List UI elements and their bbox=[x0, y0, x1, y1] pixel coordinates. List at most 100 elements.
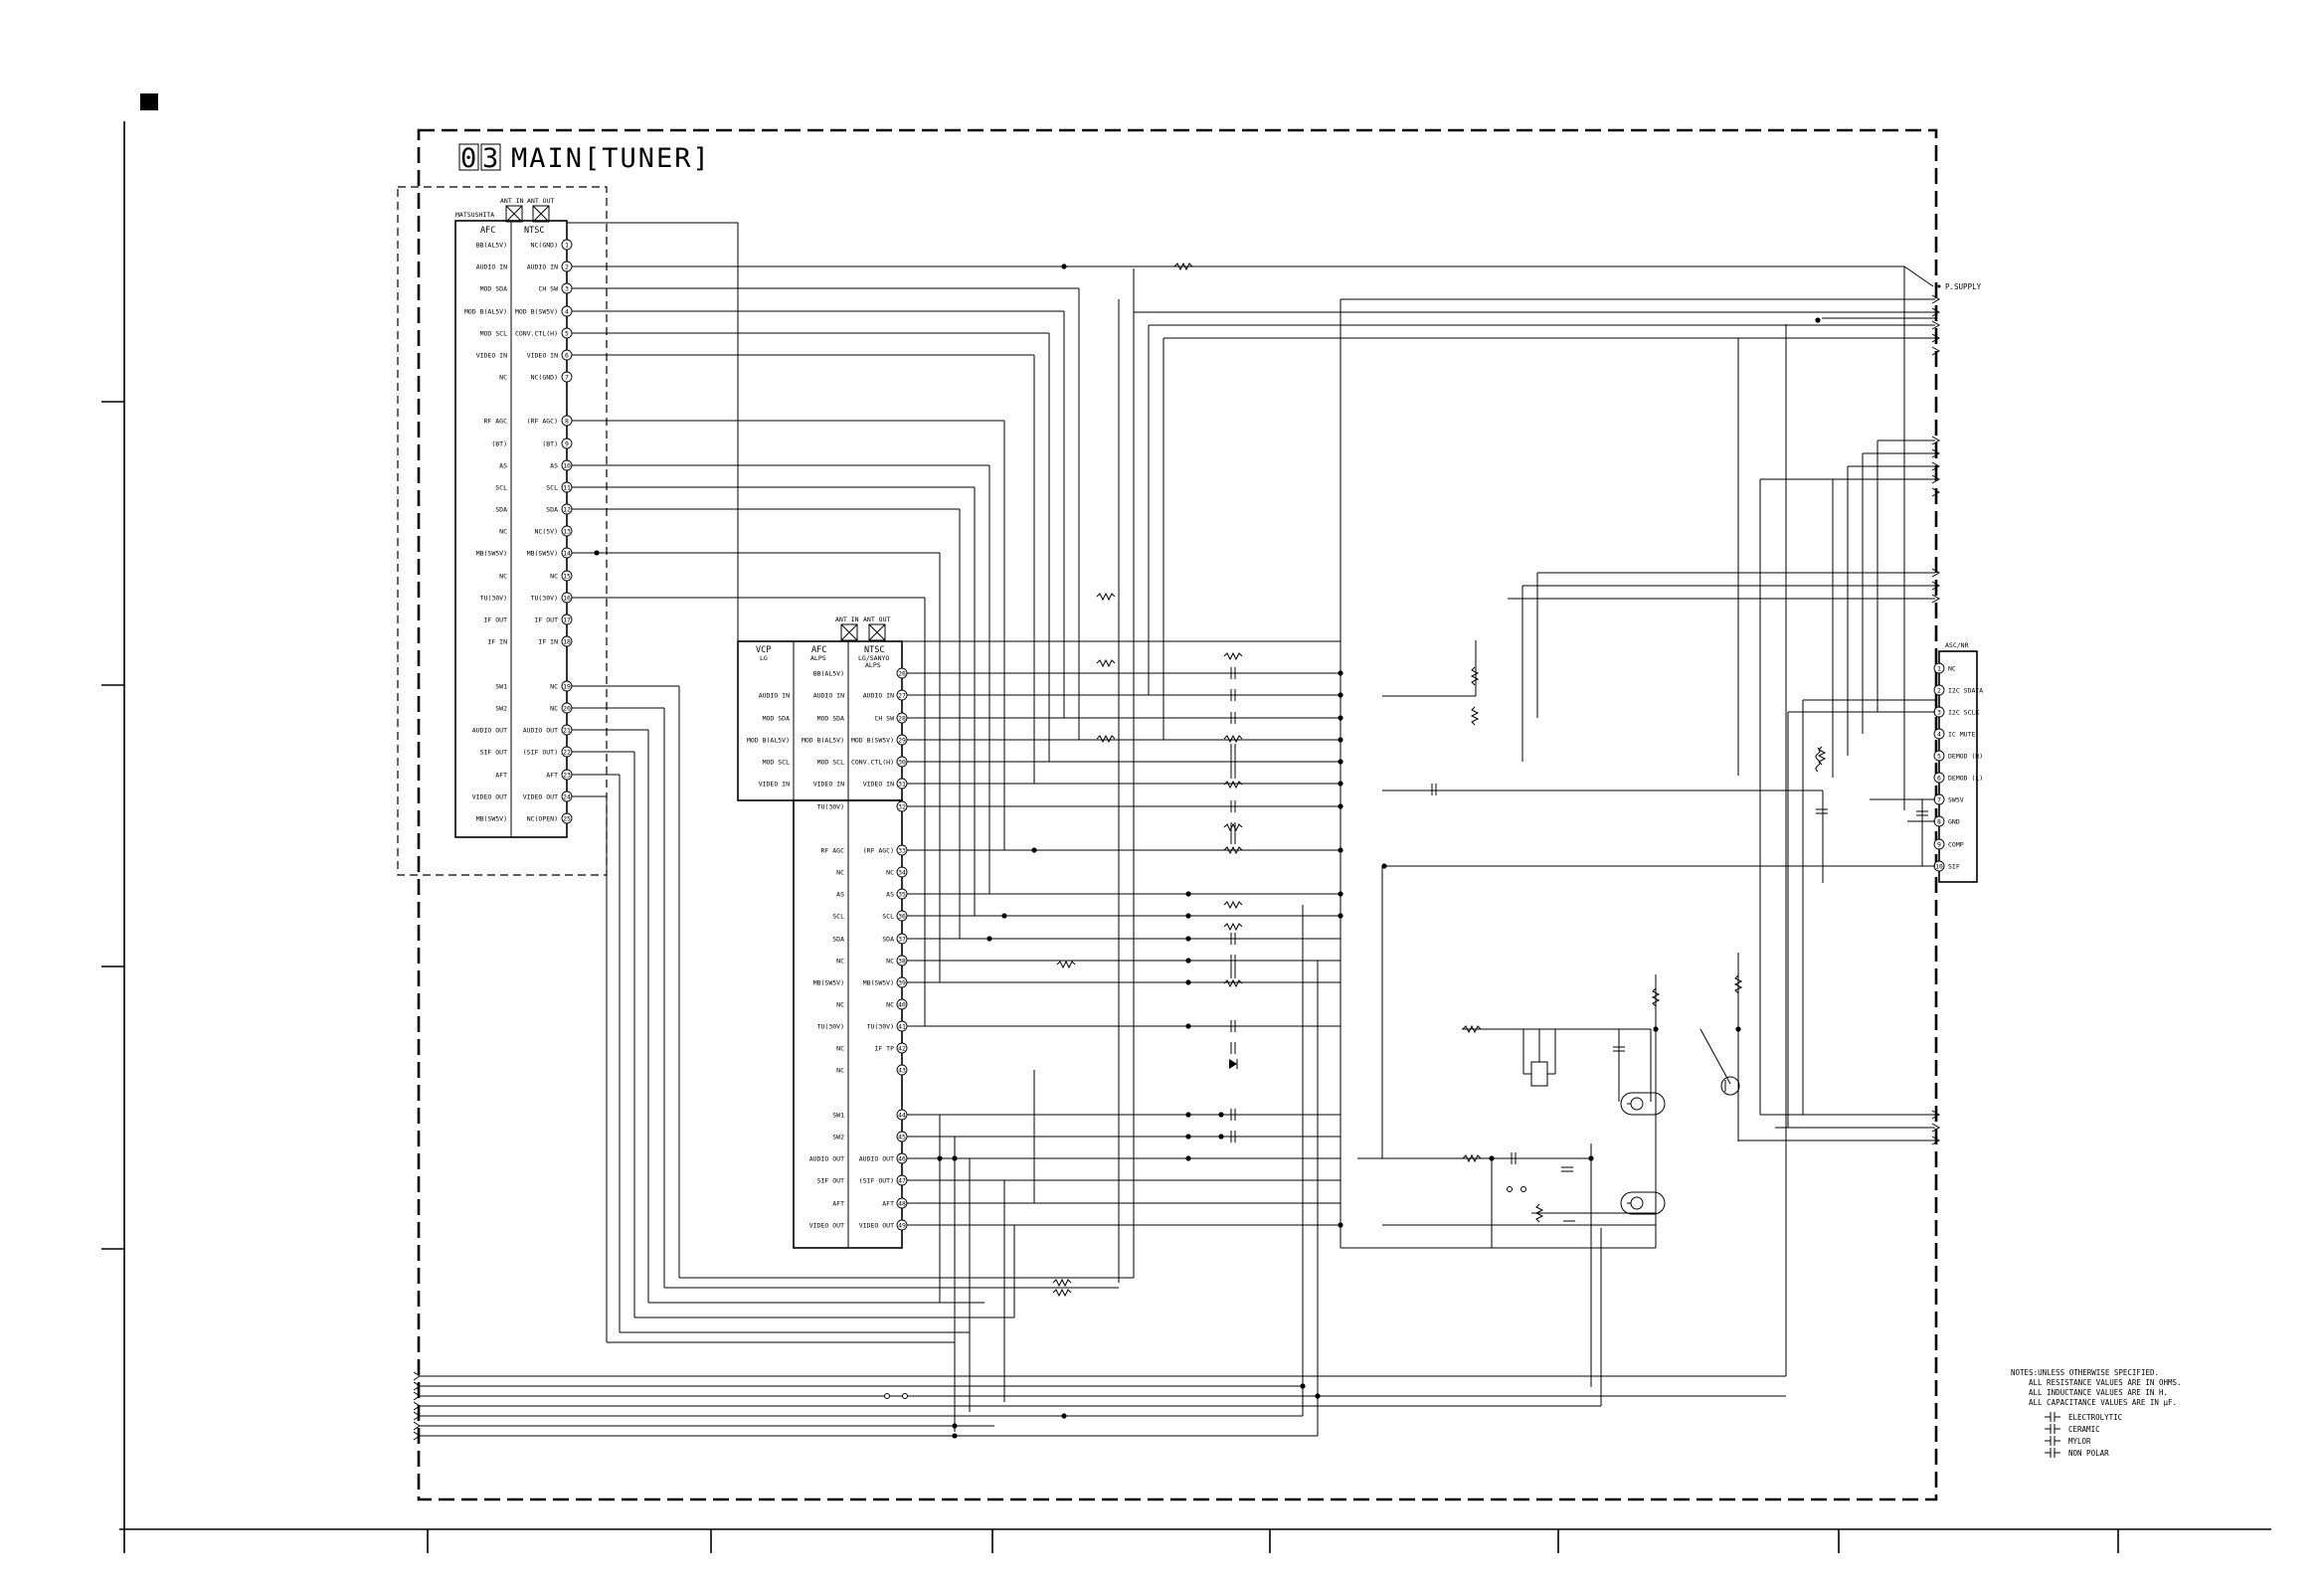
tuner1-pin-number: 21 bbox=[563, 726, 571, 734]
junction-dot bbox=[952, 1433, 958, 1439]
tuner2-pin-number: 39 bbox=[898, 978, 906, 986]
tuner1-pin-number: 3 bbox=[565, 284, 569, 292]
resistor-symbol bbox=[1056, 960, 1076, 969]
tuner2-pin-c-label: VIDEO IN bbox=[863, 781, 894, 789]
connector-pin-label: IC MUTE bbox=[1948, 731, 1975, 739]
connector-title: ASC/NR bbox=[1945, 641, 1969, 649]
photo-coupler-element bbox=[1630, 1097, 1644, 1111]
tuner2-pin-b-label: SW1 bbox=[832, 1112, 844, 1120]
tuner2-pin-number: 36 bbox=[898, 912, 906, 920]
tuner1-pin-right-label: AS bbox=[550, 462, 558, 470]
junction-dot bbox=[1338, 891, 1343, 897]
tuner1-pin-number: 17 bbox=[563, 615, 571, 623]
tuner1-pin-number: 16 bbox=[563, 594, 571, 602]
junction-dot bbox=[1185, 1155, 1191, 1161]
connector-pin-number: 5 bbox=[1937, 752, 1941, 760]
connector-pin bbox=[1933, 772, 1945, 784]
connector-body bbox=[1938, 650, 1978, 883]
tuner1-pin-left-label: NC bbox=[499, 374, 507, 382]
resistor-symbol bbox=[1223, 822, 1243, 832]
tuner2-ant-in: ANT IN bbox=[835, 615, 859, 623]
junction-dot bbox=[1185, 979, 1191, 985]
tuner2-pin-c-label: NC bbox=[886, 869, 894, 877]
tuner2-pin-c-label: (SIF OUT) bbox=[859, 1177, 894, 1185]
tuner2-pin-b-label: AUDIO OUT bbox=[809, 1155, 844, 1163]
legend-ceramic: CERAMIC bbox=[2045, 1424, 2100, 1434]
supply-label: P.SUPPLY bbox=[1945, 282, 1982, 291]
tuner1-pin-left-label: SW2 bbox=[495, 705, 507, 713]
drawing-frame bbox=[101, 121, 2271, 1553]
tuner1-pin-number: 24 bbox=[563, 792, 571, 800]
tuner1-pin-right-label: IF OUT bbox=[535, 616, 559, 624]
tuner2-pin-c-label: TU(30V) bbox=[867, 1023, 894, 1031]
junction-dot bbox=[594, 550, 600, 556]
tuner2-pin-b-label: RF AGC bbox=[821, 847, 845, 855]
switch-contact bbox=[902, 1393, 908, 1399]
tuner2-pin-number: 27 bbox=[898, 691, 906, 699]
junction-dot bbox=[986, 936, 992, 942]
resistor-symbol bbox=[1462, 1153, 1482, 1163]
signal-arrow bbox=[1931, 474, 1941, 484]
tuner1-pin-right-label: NC bbox=[550, 683, 558, 691]
junction-dot bbox=[1185, 891, 1191, 897]
tuner1-pin-number: 23 bbox=[563, 771, 571, 779]
tuner2-pin-c-label: AUDIO IN bbox=[863, 692, 894, 700]
tuner1-pin-right-label: NC bbox=[550, 705, 558, 713]
tuner2-block: ANT IN ANT OUT VCP LG AFC ALPS NTSC LG/S… bbox=[737, 615, 908, 1249]
tuner2-pin-b-label: AUDIO IN bbox=[813, 692, 844, 700]
legend-electrolytic: ELECTROLYTIC bbox=[2045, 1412, 2122, 1422]
tuner1-ant-out: ANT OUT bbox=[527, 197, 554, 205]
tuner2-pin-number: 42 bbox=[898, 1044, 906, 1052]
resistor-symbol bbox=[1173, 262, 1193, 271]
tuner2-pin-number: 41 bbox=[898, 1022, 906, 1030]
tuner2-col-b: AFC bbox=[811, 645, 826, 655]
tuner1-pin-left-label: IF IN bbox=[487, 638, 507, 646]
tuner1-pin-number: 14 bbox=[563, 549, 571, 557]
tuner2-pin-b-label: NC bbox=[836, 1067, 844, 1075]
tuner2-pin-number: 28 bbox=[898, 714, 906, 722]
tuner1-pin-number: 19 bbox=[563, 682, 571, 690]
signal-arrow bbox=[1931, 581, 1941, 591]
tuner1-pin-left-label: RF AGC bbox=[484, 418, 508, 426]
tuner2-pin-c-label: SCL bbox=[882, 913, 894, 921]
junction-dot bbox=[1218, 1134, 1224, 1140]
tuner1-pin-left-label: BB(AL5V) bbox=[476, 242, 507, 250]
tuner1-pin-left-label: MOD B(AL5V) bbox=[464, 308, 507, 316]
tuner1-pin-number: 8 bbox=[565, 417, 569, 425]
tuner2-pin-b-label: TU(30V) bbox=[817, 803, 844, 811]
junction-dot bbox=[1381, 863, 1387, 869]
wire bbox=[1903, 265, 1934, 287]
connector-pin-label: I2C SDATA bbox=[1948, 687, 1983, 695]
tuner2-pin-b-label: SDA bbox=[832, 936, 844, 944]
junction-dot bbox=[937, 1155, 943, 1161]
tuner2-pin-b-label: NC bbox=[836, 958, 844, 966]
connector-pin-label: SW5V bbox=[1948, 796, 1964, 804]
junction-dot bbox=[1185, 936, 1191, 942]
tuner1-pin-number: 12 bbox=[563, 505, 571, 513]
tuner2-pin-number: 49 bbox=[898, 1221, 906, 1229]
filter-module bbox=[1530, 1061, 1548, 1087]
tuner2-pin-a-label: MOD SCL bbox=[763, 759, 790, 767]
connector-pin bbox=[1933, 838, 1945, 850]
tuner1-pin bbox=[561, 635, 573, 647]
tuner1-pin bbox=[561, 239, 573, 251]
tuner2-pin-number: 31 bbox=[898, 780, 906, 788]
signal-arrow bbox=[1931, 307, 1941, 317]
tuner2-pin-number: 46 bbox=[898, 1154, 906, 1162]
title-text: MAIN[TUNER] bbox=[511, 143, 711, 174]
tuner1-pin-number: 22 bbox=[563, 748, 571, 756]
tuner2-pin-number: 45 bbox=[898, 1133, 906, 1141]
tuner1-pin-right-label: IF IN bbox=[538, 638, 558, 646]
signal-arrow bbox=[1931, 436, 1941, 445]
tuner1-pin-right-label: (RF AGC) bbox=[527, 418, 558, 426]
connector-pin-label: COMP bbox=[1948, 841, 1964, 849]
tuner1-pin-left-label: AS bbox=[499, 462, 507, 470]
connector-pin-number: 1 bbox=[1937, 664, 1941, 672]
connector-pin-number: 3 bbox=[1937, 708, 1941, 716]
tuner2-pin-b-label: AS bbox=[836, 891, 844, 899]
junction-dot bbox=[1315, 1393, 1321, 1399]
signal-arrow bbox=[1931, 320, 1941, 330]
tuner2-pin-b-label: MOD SCL bbox=[817, 759, 844, 767]
tuner2-pin-number: 38 bbox=[898, 957, 906, 965]
